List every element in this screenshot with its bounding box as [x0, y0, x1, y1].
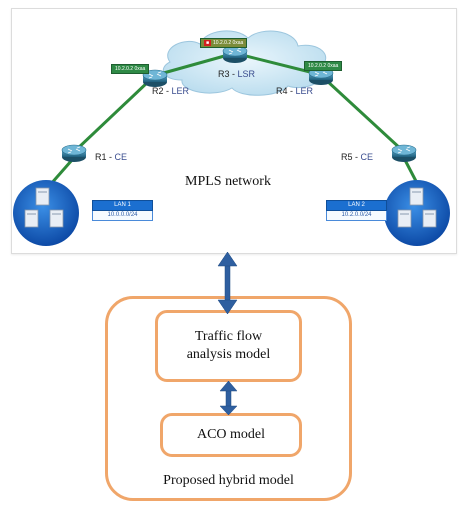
server-cluster-icon — [13, 180, 79, 246]
aco-model-box: ACO model — [160, 413, 302, 457]
lan1-address: 10.0.0.0/24 — [92, 211, 153, 221]
link-r1-r2 — [74, 78, 152, 152]
arrow-head-down-top — [217, 299, 238, 315]
link-r1-lan1 — [48, 159, 74, 186]
traffic-box-line2: analysis model — [186, 347, 271, 362]
mpls-network-title: MPLS network — [185, 174, 271, 189]
traffic-flow-analysis-box: Traffic flow analysis model — [155, 310, 302, 382]
link-tag-center: ■10.2.0.2 0xaa — [200, 38, 248, 48]
network-diagram — [13, 30, 450, 246]
server-cluster-icon — [384, 180, 450, 246]
arrow-shaft-top — [224, 261, 231, 303]
lan1-label: LAN 1 10.0.0.0/24 — [92, 200, 153, 221]
router-label-r1: R1 - CE — [95, 152, 128, 162]
lan2-label: LAN 2 10.2.0.0/24 — [326, 200, 387, 221]
arrow-head-up-top — [217, 251, 238, 267]
lan2-address: 10.2.0.0/24 — [326, 211, 387, 221]
arrow-head-down-bottom — [219, 405, 238, 416]
router-label-r3: R3 - LSR — [218, 69, 256, 79]
arrow-head-up-bottom — [219, 380, 238, 392]
link-tag-right: 10.2.0.2 0xaa — [304, 61, 343, 71]
lan2-name: LAN 2 — [326, 200, 387, 211]
link-r4-r5 — [324, 78, 404, 152]
link-r2-r3 — [159, 53, 229, 76]
router-label-r4: R4 - LER — [276, 86, 314, 96]
router-icon — [61, 144, 87, 162]
router-label-r2: R2 - LER — [152, 86, 190, 96]
traffic-box-line1: Traffic flow — [194, 329, 263, 344]
lan1-name: LAN 1 — [92, 200, 153, 211]
router-icon — [391, 144, 417, 162]
hybrid-model-caption: Proposed hybrid model — [163, 473, 294, 488]
router-label-r5: R5 - CE — [341, 152, 374, 162]
link-tag-left: 10.2.0.2 0xaa — [111, 64, 150, 74]
